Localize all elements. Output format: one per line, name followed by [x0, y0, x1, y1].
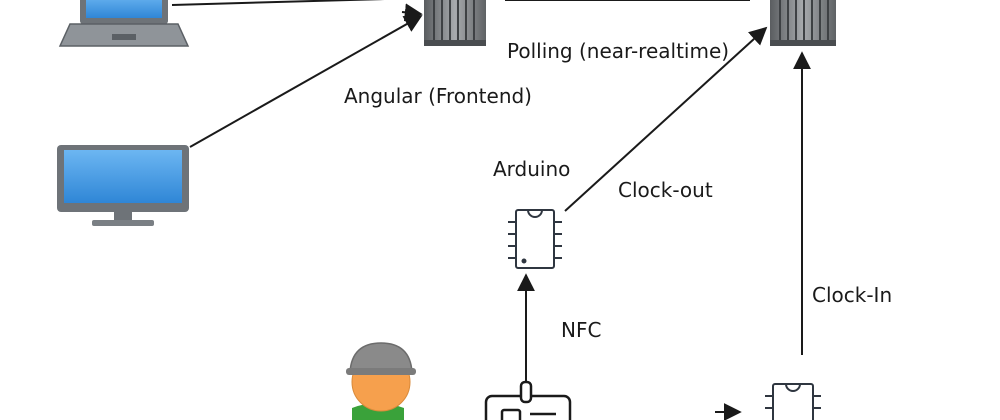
label-angular: Angular (Frontend) — [344, 84, 532, 108]
edge-laptop-frontend — [171, 0, 385, 6]
edges — [171, 0, 811, 420]
label-nfc: NFC — [561, 318, 601, 342]
worker-icon — [346, 342, 416, 420]
laptop-icon — [58, 0, 190, 47]
monitor-icon — [57, 145, 189, 226]
label-polling: Polling (near-realtime) — [507, 39, 729, 63]
edge-laptop-frontend-head — [401, 3, 423, 22]
edge-arduino-backend — [564, 26, 768, 212]
label-clock-in: Clock-In — [812, 283, 892, 307]
id-badge-icon — [484, 380, 572, 420]
label-clock-out: Clock-out — [618, 178, 713, 202]
server-icon — [424, 0, 486, 46]
chip-icon — [765, 383, 821, 420]
chip-icon — [508, 209, 562, 269]
server-icon — [770, 0, 836, 46]
edge-monitor-frontend — [189, 15, 423, 148]
label-arduino: Arduino — [493, 157, 570, 181]
